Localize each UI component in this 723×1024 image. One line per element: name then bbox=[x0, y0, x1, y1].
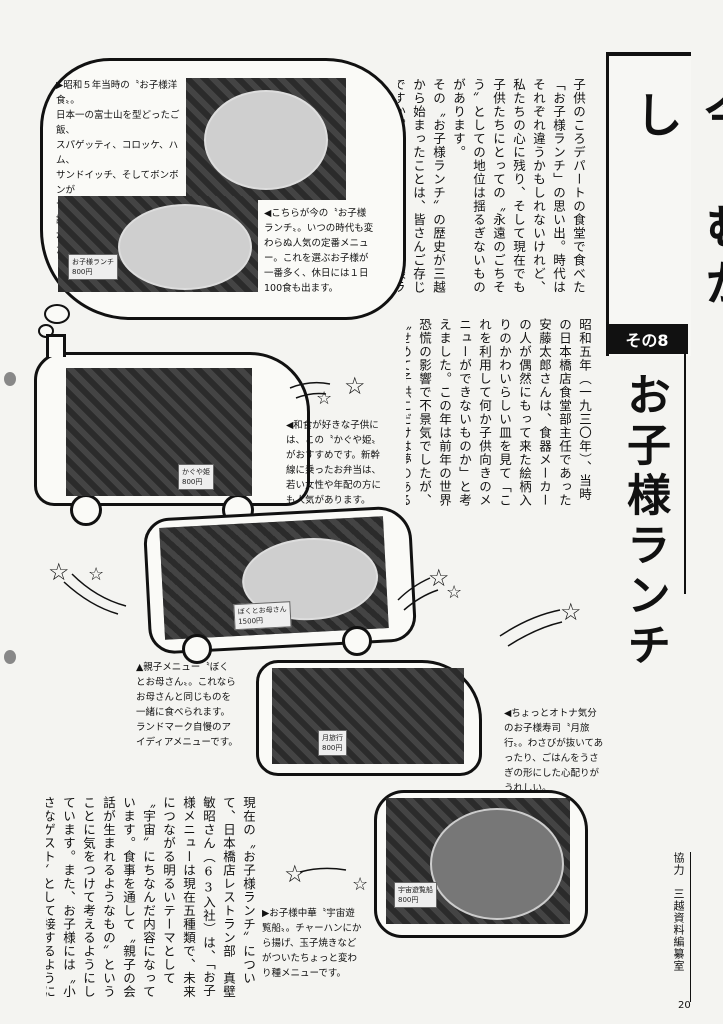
photo-kaguyahime: かぐや姫 800円 bbox=[66, 368, 252, 496]
credit-line: 協力 三越資料編纂室 bbox=[670, 852, 691, 1002]
title-rule bbox=[684, 354, 686, 594]
caption-oyako: ▲親子メニュー〝ぼく とお母さん〟。これなら お母さんと同じものを 一緒に食べら… bbox=[136, 662, 238, 748]
star-icon: ☆ bbox=[48, 558, 70, 586]
article-present: 現在の〝お子様ランチ〟について、日本橋店レストラン部 真壁 敏昭さん（63入社）… bbox=[46, 796, 256, 999]
photo-space: 宇宙遊覧船 800円 bbox=[386, 798, 570, 924]
price-card-kaguyahime: かぐや姫 800円 bbox=[178, 464, 214, 490]
photo-sushi: 月旅行 800円 bbox=[272, 668, 464, 764]
photo-today-lunch: お子様ランチ 800円 bbox=[58, 196, 258, 292]
page-number: 20 bbox=[678, 1000, 691, 1011]
price-card-today: お子様ランチ 800円 bbox=[68, 254, 118, 280]
caption-space: ▶お子様中華〝宇宙遊 覧船〟。チャーハンにか ら揚げ、玉子焼きなど がついたちょ… bbox=[262, 908, 362, 979]
train-wheel-4 bbox=[342, 626, 372, 656]
star-icon: ☆ bbox=[316, 388, 333, 409]
article-intro: 子供のころデパートの食堂で食べた「お子様ランチ」の思い出。時代はそれぞれ違うかも… bbox=[398, 78, 586, 294]
punch-hole bbox=[4, 650, 16, 664]
punch-hole bbox=[4, 372, 16, 386]
train-wheel-1 bbox=[70, 494, 102, 526]
train-wheel-3 bbox=[182, 634, 212, 664]
star-icon: ☆ bbox=[446, 582, 463, 603]
title-banner: 今、むかし bbox=[606, 52, 723, 356]
price-card-oyako: ぼくとお母さん 1500円 bbox=[233, 601, 292, 631]
star-icon: ☆ bbox=[428, 564, 450, 592]
price-card-sushi: 月旅行 800円 bbox=[318, 730, 347, 756]
caption-kaguyahime: ◀和食が好きな子供に は、この〝かぐや姫〟 がおすすめです。新幹 線に乗ったお弁… bbox=[286, 420, 382, 506]
plate-today bbox=[118, 204, 252, 290]
article-subtitle: お子様ランチ bbox=[619, 372, 670, 672]
article-history: 昭和五年（一九三〇年）、当時の日本橋店食堂部主任であった安藤太郎さんは、食器メー… bbox=[406, 318, 592, 507]
photo-showa5-lunch bbox=[186, 78, 346, 200]
star-icon: ☆ bbox=[88, 564, 105, 585]
price-card-space: 宇宙遊覧船 800円 bbox=[394, 882, 437, 908]
star-icon: ☆ bbox=[560, 598, 582, 626]
plate-showa5 bbox=[204, 90, 328, 190]
plate-space bbox=[430, 808, 564, 920]
series-label: その8 bbox=[625, 331, 669, 350]
page-title: 今、むかし bbox=[626, 90, 723, 314]
star-icon: ☆ bbox=[344, 372, 366, 400]
caption-sushi: ◀ちょっとオトナ気分 のお子様寿司〝月旅 行〟。わさびが抜いてあ ったり、ごはん… bbox=[504, 708, 604, 794]
caption-today: ◀こちらが今の〝お子様 ランチ〟。いつの時代も変 わらぬ人気の定番メニュ ー。こ… bbox=[264, 208, 374, 294]
cloud-tail-bubble-1 bbox=[44, 304, 70, 324]
series-badge: その8 bbox=[606, 324, 688, 354]
star-icon: ☆ bbox=[352, 874, 369, 895]
star-icon: ☆ bbox=[284, 860, 306, 888]
train-chimney bbox=[46, 334, 66, 357]
photo-oyako: ぼくとお母さん 1500円 bbox=[159, 516, 389, 640]
